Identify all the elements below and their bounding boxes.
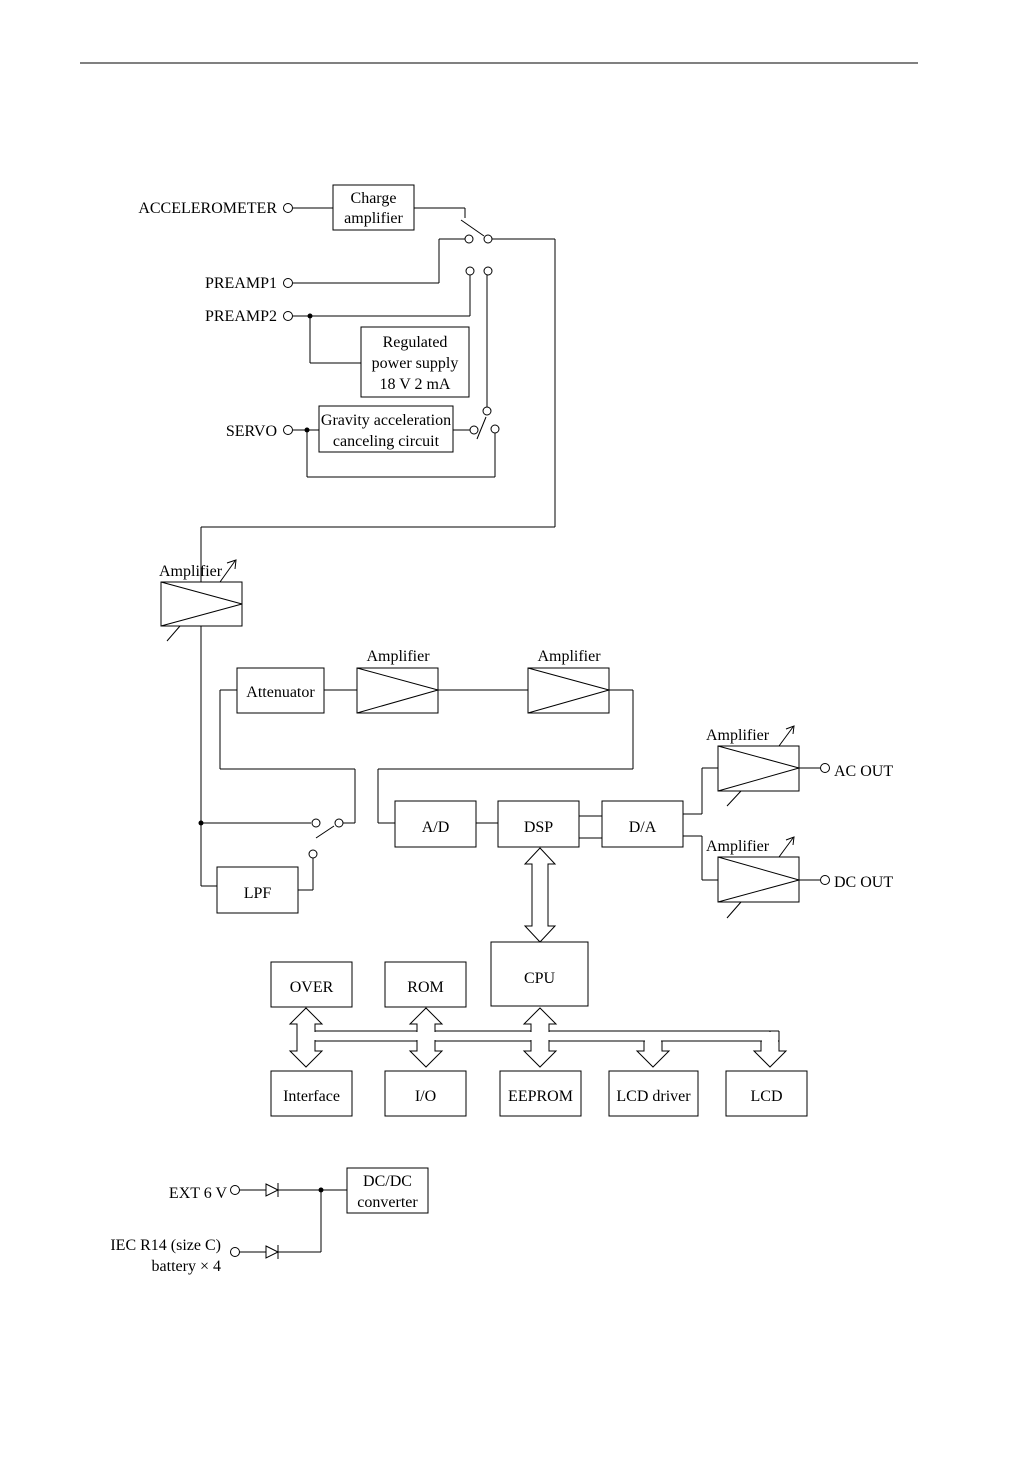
power-supply-line2: power supply <box>372 355 459 372</box>
attenuator-label: Attenuator <box>246 684 315 701</box>
power-supply-block: Regulated power supply 18 V 2 mA <box>360 326 470 398</box>
system-bus <box>288 1007 788 1068</box>
dcdc-line2: converter <box>357 1194 418 1211</box>
input-servo-label: SERVO <box>226 423 277 440</box>
dc-amplifier-label: Amplifier <box>706 838 770 855</box>
da-label: D/A <box>629 819 657 836</box>
battery-label-line2: battery × 4 <box>152 1258 221 1275</box>
charge-amplifier-block: Charge amplifier <box>332 184 415 231</box>
dc-out-amplifier <box>717 836 800 919</box>
lpf-block: LPF <box>216 866 299 914</box>
charge-amplifier-line1: Charge <box>351 190 397 207</box>
dsp-label: DSP <box>524 819 553 836</box>
input-accelerometer-label: ACCELEROMETER <box>138 200 277 217</box>
cpu-block: CPU <box>490 941 589 1007</box>
ac-out-amplifier <box>717 725 800 807</box>
lcd-driver-block: LCD driver <box>608 1070 699 1117</box>
interface-block: Interface <box>270 1070 353 1117</box>
terminal-preamp2 <box>283 311 293 321</box>
power-supply-line3: 18 V 2 mA <box>380 376 451 393</box>
charge-amplifier-line2: amplifier <box>344 210 403 227</box>
ext-power-label: EXT 6 V <box>169 1185 228 1202</box>
terminal-ac-out <box>820 763 830 773</box>
terminal-dc-out <box>820 875 830 885</box>
rom-block: ROM <box>384 961 467 1008</box>
over-block: OVER <box>270 961 353 1008</box>
lpf-switch-arm <box>315 825 335 839</box>
gravity-canceling-line1: Gravity acceleration <box>321 412 451 429</box>
gravity-canceling-block: Gravity acceleration canceling circuit <box>318 405 454 453</box>
amplifier-2-label: Amplifier <box>366 648 430 665</box>
ac-amplifier-label: Amplifier <box>706 727 770 744</box>
dcdc-line1: DC/DC <box>363 1173 412 1190</box>
lcd-driver-label: LCD driver <box>616 1088 691 1105</box>
power-supply-line1: Regulated <box>383 334 448 351</box>
ac-out-label: AC OUT <box>834 763 893 780</box>
rom-label: ROM <box>407 979 443 996</box>
dsp-cpu-bus-arrow <box>523 847 557 943</box>
diode-battery <box>265 1245 280 1259</box>
main-amplifier <box>160 559 243 642</box>
terminal-servo <box>283 425 293 435</box>
gravity-canceling-line2: canceling circuit <box>333 433 440 450</box>
da-block: D/A <box>601 800 684 848</box>
amplifier-3-label: Amplifier <box>537 648 601 665</box>
input-preamp2-label: PREAMP2 <box>205 308 277 325</box>
ad-label: A/D <box>422 819 450 836</box>
input-preamp1-label: PREAMP1 <box>205 275 277 292</box>
selector-switch-arm <box>460 219 485 237</box>
io-label: I/O <box>415 1088 436 1105</box>
eeprom-block: EEPROM <box>499 1070 582 1117</box>
io-block: I/O <box>384 1070 467 1117</box>
lpf-label: LPF <box>244 885 272 902</box>
dcdc-converter-block: DC/DC converter <box>346 1167 429 1214</box>
amplifier-2 <box>356 667 439 714</box>
cpu-label: CPU <box>524 970 556 987</box>
diode-ext <box>265 1183 280 1197</box>
terminal-battery <box>230 1247 240 1257</box>
interface-label: Interface <box>283 1088 340 1105</box>
terminal-preamp1 <box>283 278 293 288</box>
dsp-block: DSP <box>497 800 580 848</box>
attenuator-block: Attenuator <box>236 667 325 714</box>
terminal-ext-6v <box>230 1185 240 1195</box>
amplifier-3 <box>527 667 610 714</box>
eeprom-label: EEPROM <box>508 1088 573 1105</box>
battery-label-line1: IEC R14 (size C) <box>110 1237 221 1254</box>
over-label: OVER <box>290 979 334 996</box>
main-amplifier-label: Amplifier <box>159 563 223 580</box>
dc-out-label: DC OUT <box>834 874 893 891</box>
lcd-label: LCD <box>751 1088 783 1105</box>
servo-switch-arm <box>476 416 487 440</box>
lcd-block: LCD <box>725 1070 808 1117</box>
terminal-accelerometer <box>283 203 293 213</box>
ad-block: A/D <box>394 800 477 848</box>
